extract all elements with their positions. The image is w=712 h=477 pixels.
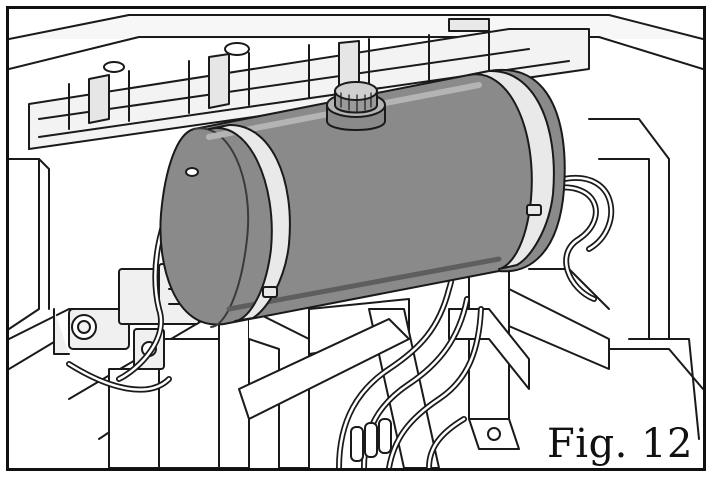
tank-straps <box>208 69 555 322</box>
top-hopper <box>9 14 703 150</box>
frame <box>9 118 703 440</box>
filler-cap <box>326 81 386 131</box>
figure-caption: Fig. 12 <box>547 421 693 467</box>
figure-frame: Fig. 12 <box>6 6 706 471</box>
hose-couplers <box>350 418 392 462</box>
